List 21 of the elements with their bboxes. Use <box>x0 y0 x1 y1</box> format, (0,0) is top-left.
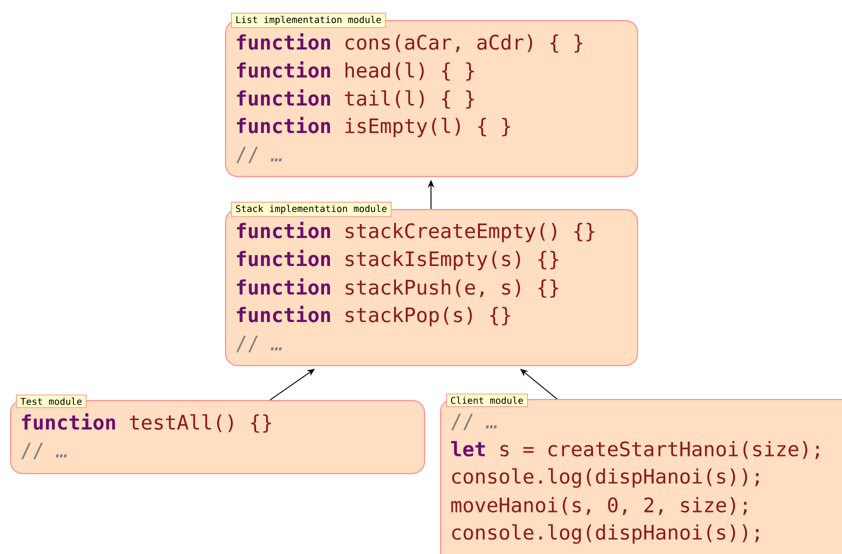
code-line: moveHanoi(s, 0, 2, size); <box>451 497 747 515</box>
code-line: function stackCreateEmpty() {} <box>236 222 594 242</box>
code-line: // … <box>451 414 497 430</box>
code-line: let s = createStartHanoi(size); <box>451 441 819 459</box>
code-line: // … <box>236 336 282 352</box>
code-line: function cons(aCar, aCdr) { } <box>236 33 582 53</box>
module-label: List implementation module <box>231 12 386 28</box>
module-label: Client module <box>446 394 528 407</box>
code-line: console.log(dispHanoi(s)); <box>452 524 759 544</box>
code-line: function stackPush(e, s) {} <box>236 278 558 298</box>
code-line: function testAll() {} <box>22 413 271 433</box>
module-label: Test module <box>16 394 87 408</box>
code-line: function isEmpty(l) { } <box>236 116 510 138</box>
code-line: // … <box>21 442 67 460</box>
code-line: // … <box>236 146 282 164</box>
code-line: function tail(l) { } <box>236 89 474 109</box>
module-label: Stack implementation module <box>231 202 392 217</box>
code-line: console.log(dispHanoi(s)); <box>452 468 759 488</box>
code-line: function stackIsEmpty(s) {} <box>236 250 558 270</box>
code-line: function head(l) { } <box>236 61 474 81</box>
code-line: function stackPop(s) {} <box>236 306 510 326</box>
